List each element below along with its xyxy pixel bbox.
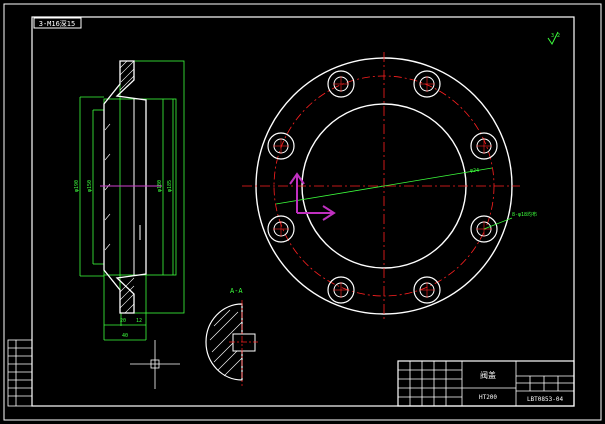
bolt-holes (267, 70, 498, 304)
roughness-value: 3.2 (551, 33, 560, 39)
bolt-hole (267, 215, 295, 243)
flange-plan-view: φ24 8-φ18均布 (242, 52, 537, 320)
dim-bottom-left: 20 (120, 318, 126, 324)
front-section-view: φ190 φ150 φ180 φ185 20 12 40 (74, 60, 185, 341)
dia-callout-24: φ24 (470, 168, 479, 174)
bolt-hole (327, 276, 355, 304)
diameter-leader (275, 167, 493, 205)
sheet-outer-border (3, 3, 602, 421)
crosshair-cursor[interactable] (130, 340, 180, 389)
dia-label-190: φ190 (74, 180, 80, 192)
hole-note: 8-φ18均布 (512, 211, 537, 218)
section-bolt-slot (232, 333, 256, 352)
bolt-hole (413, 276, 441, 304)
bolt-hole (413, 70, 441, 98)
title-tag-text: 3-M16深15 (39, 19, 76, 28)
ucs-icon (289, 172, 336, 221)
dia-label-185: φ185 (167, 180, 173, 192)
binding-margin-block (7, 339, 33, 407)
front-hatch (104, 60, 135, 314)
dim-bottom-right: 12 (136, 318, 142, 324)
part-name: 阀盖 (480, 370, 496, 380)
roughness-symbol: 3.2 (547, 31, 560, 45)
material: HT200 (479, 394, 497, 401)
section-label: A-A (230, 287, 243, 295)
bolt-hole (470, 132, 498, 160)
section-aa-detail: A-A (205, 287, 258, 386)
dim-bottom-overall: 40 (122, 333, 128, 339)
dia-label-150: φ150 (87, 180, 93, 192)
title-tag: 3-M16深15 (33, 17, 82, 29)
dia-label-180: φ180 (157, 180, 163, 192)
title-block (397, 360, 575, 407)
front-dimension-lines (79, 60, 185, 341)
bolt-hole (267, 132, 295, 160)
drawing-number: LBT0853-04 (527, 396, 564, 403)
drawing-frame (31, 16, 575, 407)
bolt-hole (327, 70, 355, 98)
section-half-disc (205, 303, 243, 381)
